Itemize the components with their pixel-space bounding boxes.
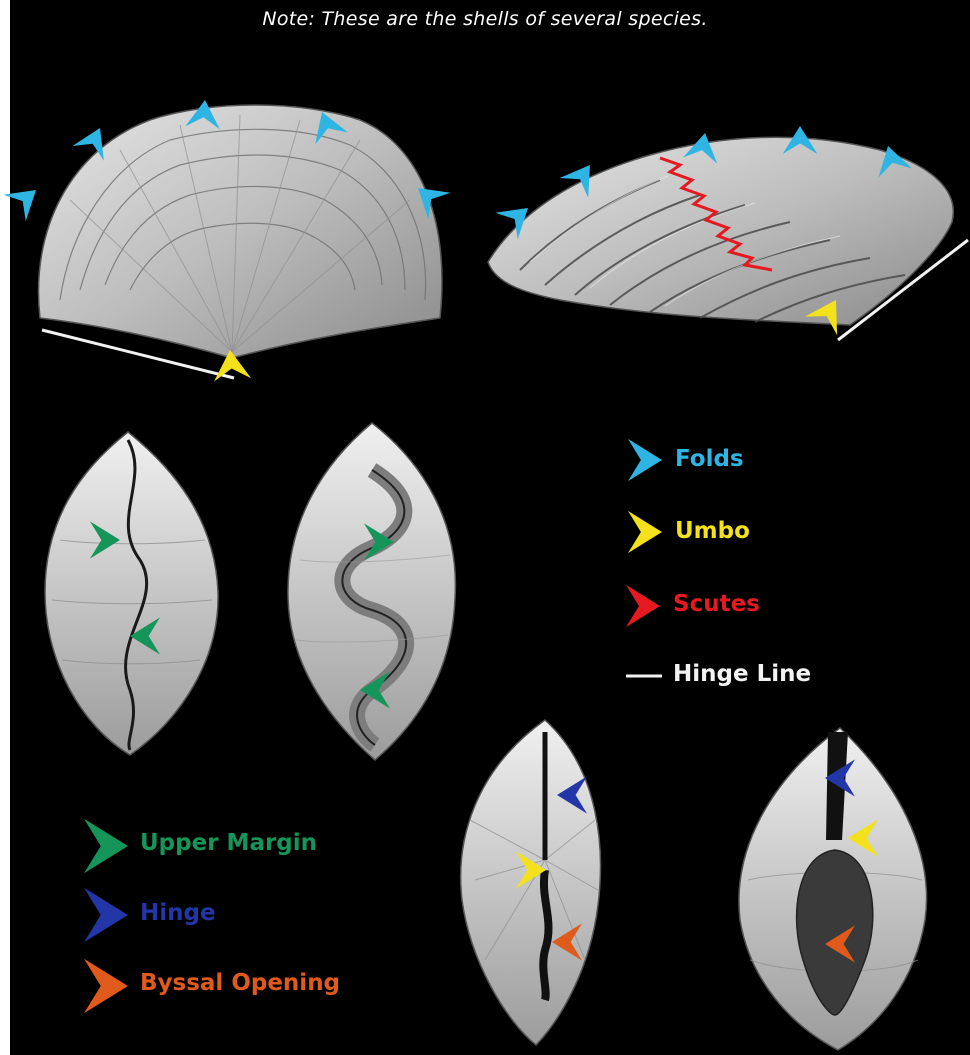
- legend-label-byssal-opening: Byssal Opening: [140, 970, 340, 996]
- legend-label-hinge: Hinge: [140, 900, 216, 926]
- figure-note: Note: These are the shells of several sp…: [0, 8, 970, 30]
- legend-label-umbo: Umbo: [675, 518, 750, 544]
- legend-label-scutes: Scutes: [673, 591, 760, 617]
- legend-label-hinge-line: Hinge Line: [673, 661, 811, 687]
- legend-label-upper-margin: Upper Margin: [140, 830, 317, 856]
- legend-label-folds: Folds: [675, 446, 744, 472]
